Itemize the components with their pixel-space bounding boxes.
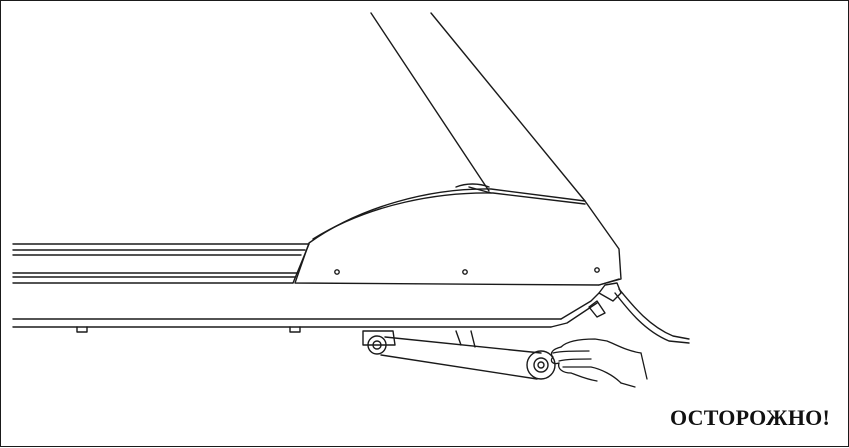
hood-screw: [334, 269, 340, 275]
warning-caption: ОСТОРОЖНО!: [670, 405, 830, 430]
hood-screw: [462, 269, 468, 275]
hand-icon: [550, 338, 648, 388]
power-cord: [588, 282, 690, 344]
pivot-hub: [372, 340, 382, 350]
deck-rails: [12, 243, 310, 284]
pivot-wheel: [367, 335, 387, 355]
lift-lever: [362, 330, 556, 380]
motor-hood: [294, 183, 622, 286]
hood-screw: [594, 267, 600, 273]
deck-base: [12, 292, 600, 333]
roller-wheel: [526, 350, 556, 380]
roller-hub: [533, 357, 549, 373]
roller-axle: [537, 361, 545, 369]
upright-arm: [370, 12, 586, 202]
